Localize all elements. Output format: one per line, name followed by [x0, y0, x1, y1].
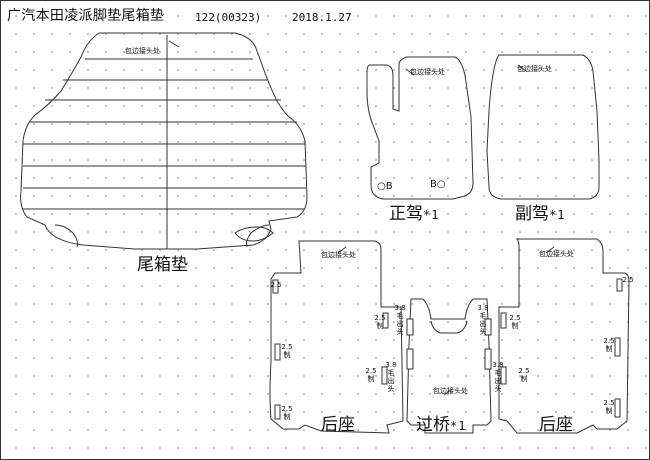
driver-mat-label: 正驾*1: [389, 204, 440, 224]
rear-left-mat-outline: [269, 240, 404, 434]
rear-left-mat-label: 后座: [321, 415, 355, 435]
rear-right-tab-note-1: 2.5: [622, 276, 634, 284]
sheet-title: 广汽本田凌派脚垫尾箱垫: [7, 8, 165, 24]
sheet-date: 2018.1.27: [292, 11, 352, 24]
driver-mat-outline: [366, 56, 474, 200]
rear-right-tab-note-5: 2.5制: [518, 367, 530, 383]
trunk-mat-outline: [20, 32, 308, 250]
rear-right-mat-label: 后座: [539, 415, 573, 435]
rear-left-tab-note-3: 2.5制: [281, 405, 293, 421]
sheet-code: 122(00323): [195, 11, 262, 24]
rear-right-tab-note-3: 2.5制: [603, 399, 615, 415]
bridge-seam-note: 包边接头处: [433, 387, 468, 395]
passenger-mat-outline: [486, 54, 600, 200]
rear-right-mat-outline: [498, 238, 630, 434]
driver-hole-b-left: ○B: [377, 181, 393, 192]
trunk-seam-note: 包边接头处: [125, 47, 160, 55]
rear-left-tab-note-1: 2.5: [270, 281, 282, 289]
bridge-tab-note-4: 3.8毛出头: [492, 361, 504, 393]
rear-left-tab-note-4: 2.5制: [374, 314, 386, 330]
driver-seam-note: 包边接头处: [410, 68, 445, 76]
rear-right-tab-note-4: 2.5制: [509, 314, 521, 330]
rear-left-tab-note-5: 2.5制: [365, 367, 377, 383]
driver-hole-b-right: B○: [430, 179, 446, 190]
driver-tab: [234, 226, 274, 242]
rear-right-tab-note-2: 2.5制: [603, 337, 615, 353]
rear-left-seam-note: 包边接头处: [321, 251, 356, 259]
bridge-tab-note-1: 3.8毛出头: [394, 304, 406, 336]
trunk-mat-label: 尾箱垫: [137, 255, 188, 275]
rear-left-tab-note-2: 2.5制: [281, 343, 293, 359]
bridge-tab-note-3: 3.8毛出头: [385, 361, 397, 393]
passenger-seam-note: 包边接头处: [517, 65, 552, 73]
passenger-mat-label: 副驾*1: [515, 204, 566, 224]
bridge-mat-label: 过桥*1: [416, 415, 467, 435]
bridge-tab-note-2: 3.8毛出头: [477, 304, 489, 336]
bridge-mat-outline: [406, 298, 492, 434]
rear-right-seam-note: 包边接头处: [539, 250, 574, 258]
